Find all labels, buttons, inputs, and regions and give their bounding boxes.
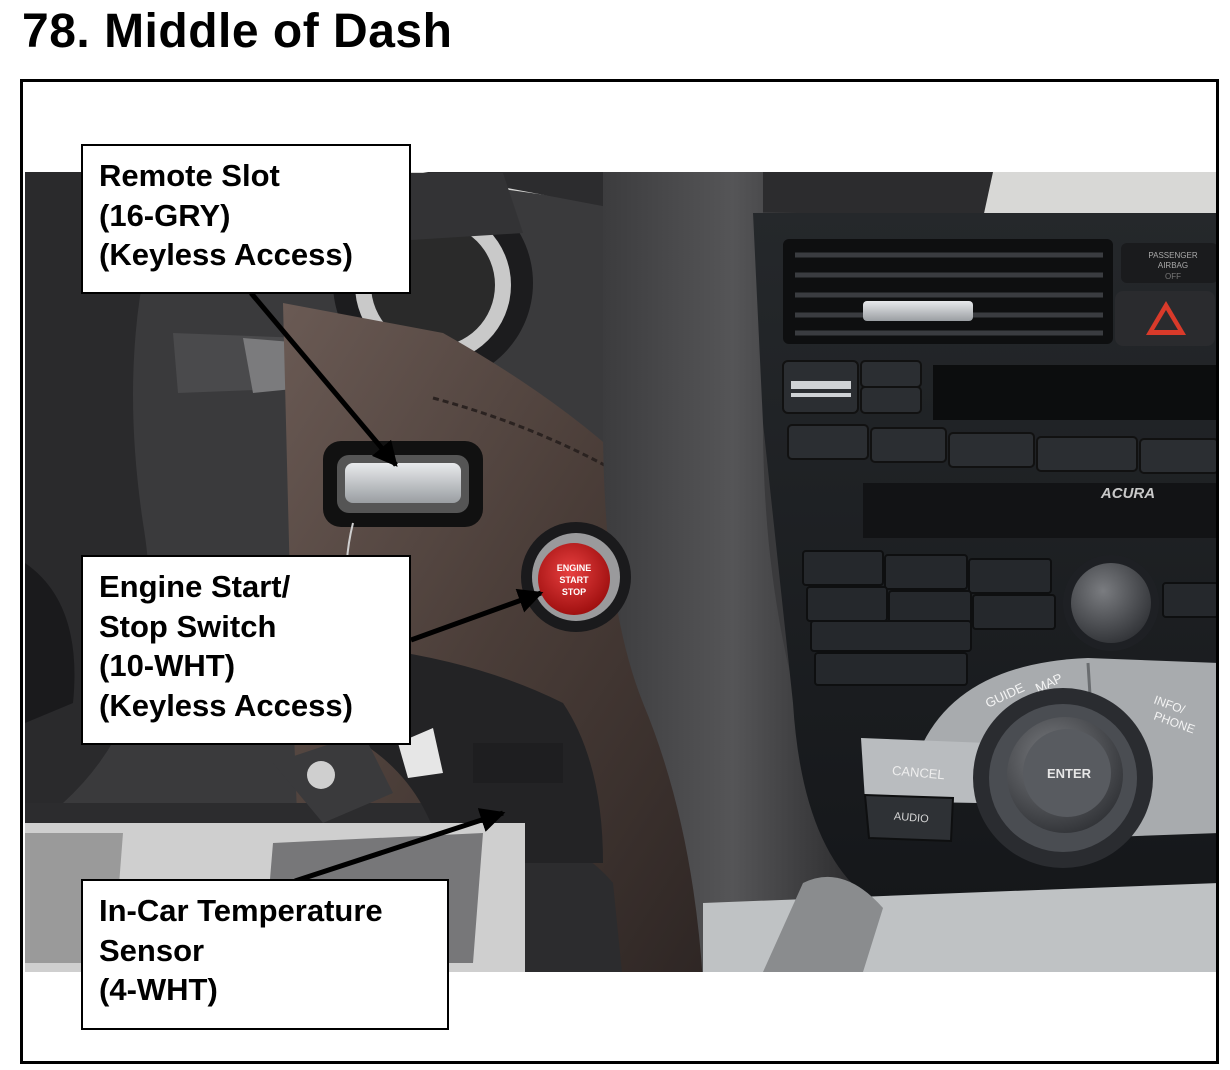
remote-slot-callout: Remote Slot (16-GRY) (Keyless Access) bbox=[81, 144, 411, 294]
start-button-engine-text: ENGINE bbox=[557, 563, 592, 573]
cancel-key-text: CANCEL bbox=[891, 763, 945, 783]
temp-sensor-callout: In-Car Temperature Sensor (4-WHT) bbox=[81, 879, 449, 1030]
enter-knob-text: ENTER bbox=[1047, 766, 1092, 781]
callout-line: In-Car Temperature bbox=[99, 893, 383, 928]
callout-line: Stop Switch bbox=[99, 608, 277, 644]
audio-key-text: AUDIO bbox=[893, 811, 929, 826]
callout-line: Remote Slot bbox=[99, 158, 280, 193]
page-title: 78. Middle of Dash bbox=[22, 5, 453, 58]
callout-line: Sensor bbox=[99, 932, 205, 968]
airbag-label: PASSENGER bbox=[1148, 251, 1197, 260]
callout-line: (16-GRY) bbox=[99, 197, 231, 233]
start-button-stop-text: STOP bbox=[562, 587, 586, 597]
callout-line: Engine Start/ bbox=[99, 569, 291, 604]
callout-line: (Keyless Access) bbox=[99, 237, 353, 272]
figure-frame: ENGINE START STOP PASSENGER AIRBAG OFF bbox=[20, 79, 1219, 1064]
callout-line: (10-WHT) bbox=[99, 648, 236, 683]
callout-line: (4-WHT) bbox=[99, 972, 218, 1007]
start-button-start-text: START bbox=[559, 575, 589, 585]
brand-text: ACURA bbox=[1100, 485, 1155, 502]
airbag-label-3: OFF bbox=[1165, 272, 1181, 281]
airbag-label-2: AIRBAG bbox=[1158, 261, 1188, 270]
engine-switch-callout: Engine Start/ Stop Switch (10-WHT) (Keyl… bbox=[81, 555, 411, 745]
callout-line: (Keyless Access) bbox=[99, 687, 353, 723]
